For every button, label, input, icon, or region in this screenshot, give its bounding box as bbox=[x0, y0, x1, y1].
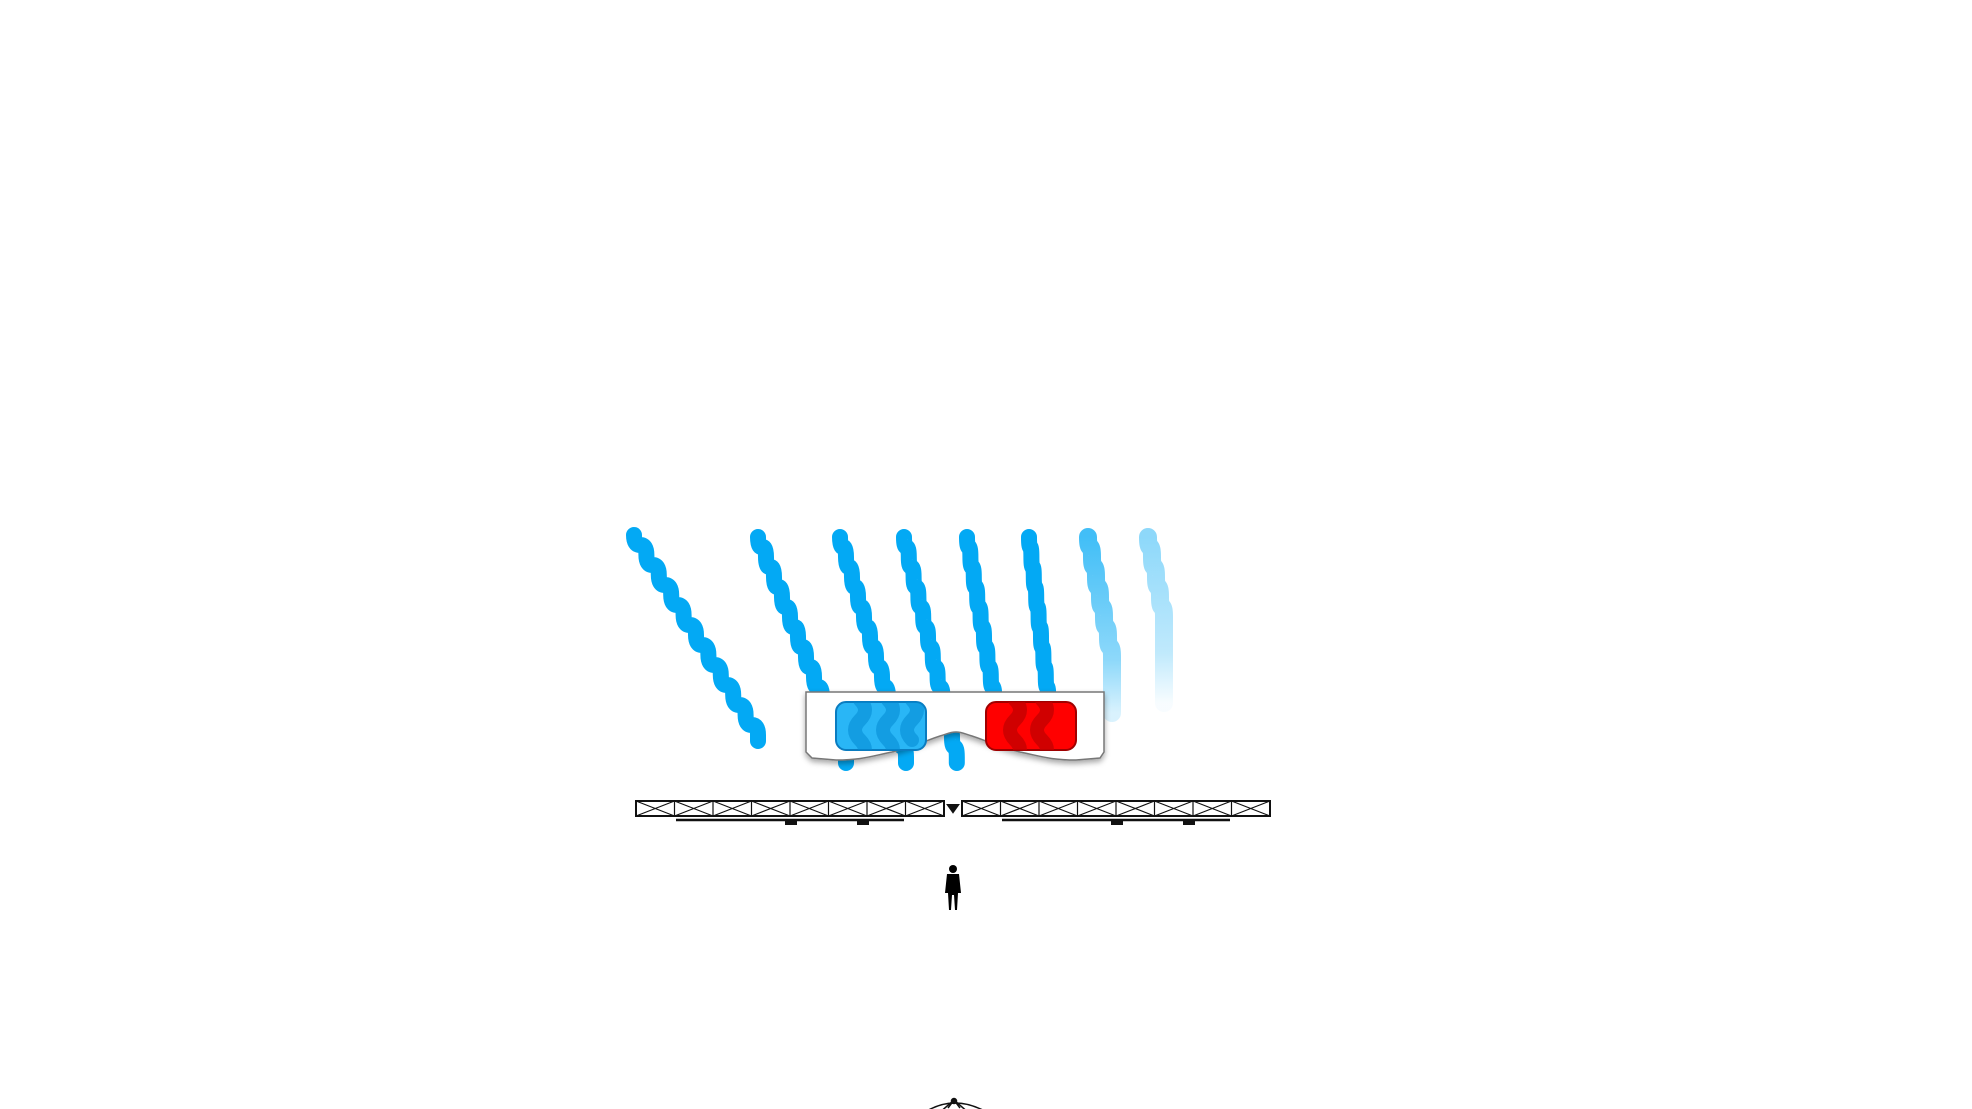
descending-wavy-stripes bbox=[626, 527, 1211, 771]
wave-stripe-7 bbox=[1079, 528, 1121, 722]
truss-segment-2 bbox=[961, 800, 1271, 825]
truss-center-clamp bbox=[946, 804, 960, 814]
wave-stripe-6 bbox=[1021, 529, 1059, 731]
left-lens-cyan bbox=[835, 701, 927, 751]
stage-truss-icon bbox=[635, 800, 1271, 825]
standing-person-silhouette-icon bbox=[945, 865, 961, 910]
truss-segment-1 bbox=[635, 800, 945, 825]
wave-stripe-8 bbox=[1139, 528, 1173, 712]
wave-stripe-1 bbox=[626, 527, 766, 749]
right-lens-red bbox=[985, 701, 1077, 751]
dome-outline-icon bbox=[928, 1097, 983, 1109]
